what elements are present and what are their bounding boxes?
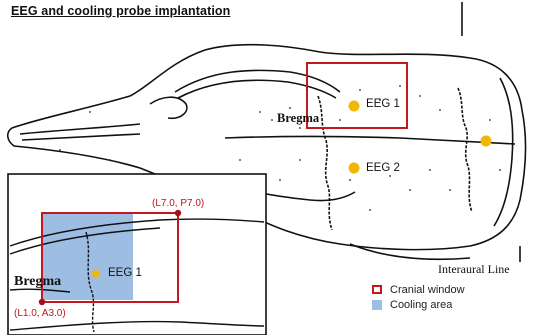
coord-label-top: (L7.0, P7.0): [152, 198, 204, 209]
label-interaural-line: Interaural Line: [438, 262, 510, 277]
electrode-eeg2: [349, 163, 360, 174]
label-eeg1-inset: EEG 1: [108, 267, 142, 279]
legend-swatch-window: [372, 285, 382, 294]
legend-item-cranial-window: Cranial window: [372, 282, 465, 297]
corner-marker-top: [175, 210, 181, 216]
label-eeg2: EEG 2: [366, 162, 400, 174]
legend-swatch-cooling: [372, 300, 382, 310]
electrode-eeg1: [349, 101, 360, 112]
coord-label-bottom: (L1.0, A3.0): [14, 308, 66, 319]
label-bregma-inset: Bregma: [14, 274, 61, 290]
electrode-reference: [481, 136, 492, 147]
legend-item-cooling-area: Cooling area: [372, 297, 465, 312]
legend-label-window: Cranial window: [390, 284, 465, 296]
label-bregma: Bregma: [277, 111, 319, 126]
corner-marker-bottom: [39, 299, 45, 305]
legend-label-cooling: Cooling area: [390, 299, 452, 311]
label-eeg1: EEG 1: [366, 98, 400, 110]
legend: Cranial window Cooling area: [372, 282, 465, 312]
page-title: EEG and cooling probe implantation: [11, 4, 230, 18]
electrode-eeg1-inset: [92, 270, 100, 278]
